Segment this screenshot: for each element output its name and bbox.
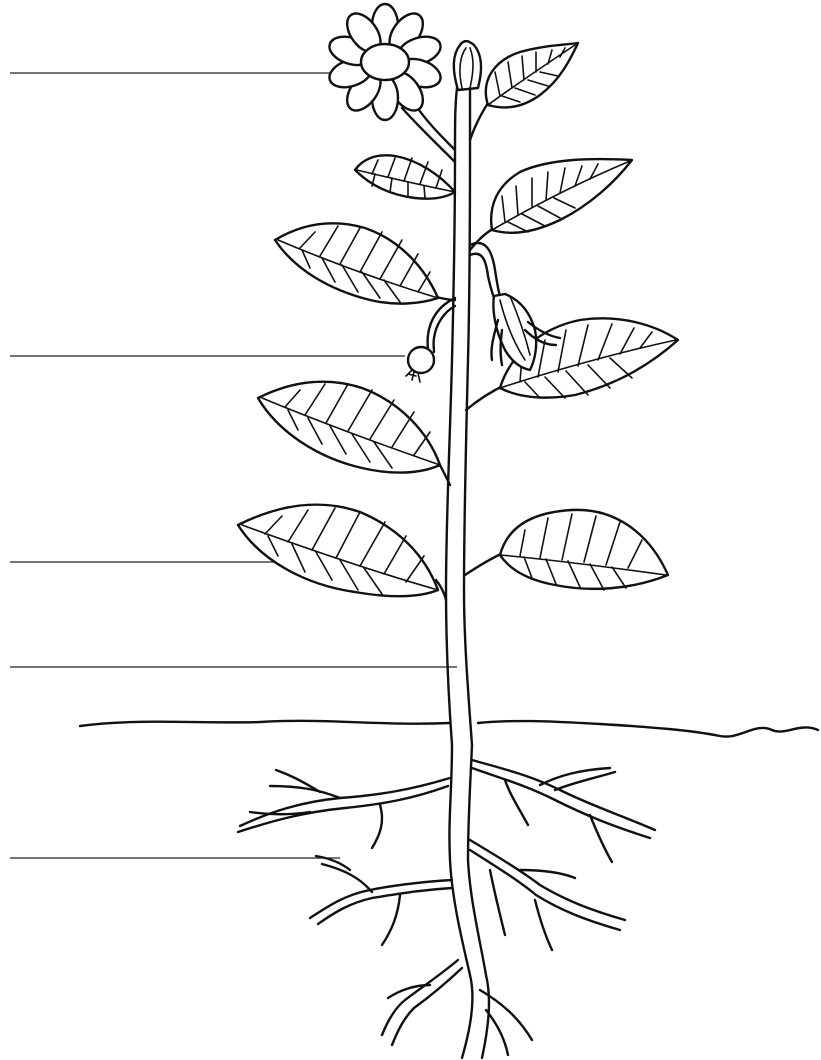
fruit [406,298,455,382]
leaf-left-upper [275,223,455,303]
leaf-top-right [470,43,578,140]
ground-line [80,721,818,737]
stem-left-edge [446,80,458,745]
leaf-right-upper [470,159,632,250]
leaf-right-lower [465,510,668,590]
stem-right-edge [464,80,472,745]
leaves [238,43,678,600]
flower [326,4,444,120]
stem [402,41,481,745]
berry [408,347,434,373]
roots [238,745,655,1058]
leaf-upper-left [355,155,455,198]
flower-bud [454,41,481,90]
leaf-left-middle [258,382,450,485]
leaf-left-lower [238,505,446,600]
flower-center [361,44,409,80]
